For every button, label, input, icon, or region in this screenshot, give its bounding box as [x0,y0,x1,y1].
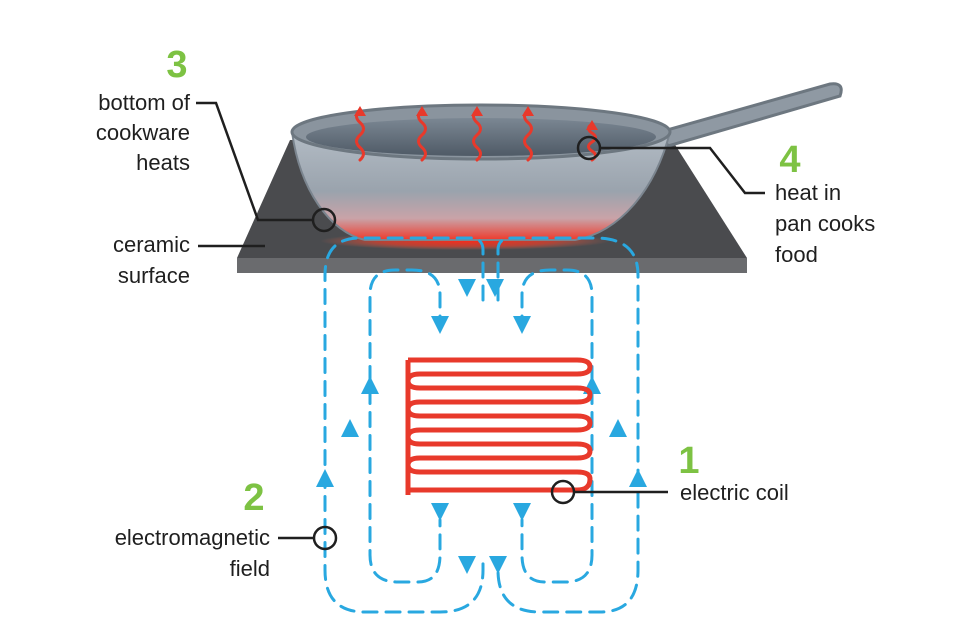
heat-arrow-4 [522,106,534,116]
heat-wave-3 [472,108,482,162]
field-arrow-10 [341,419,359,437]
frying-pan [290,82,843,250]
step-2-label-line-2: field [230,556,270,581]
field-arrow-4 [431,503,449,521]
electromagnetic-field-loops [316,236,647,614]
step-1-number: 1 [678,440,699,482]
field-arrow-1 [458,279,476,297]
leader-line-4 [600,146,765,195]
step-4-label-line-2: pan cooks [775,211,875,236]
step-2-number: 2 [243,477,264,519]
field-loop-4 [520,268,594,584]
heat-wave-5 [587,122,597,162]
step-3-label-line-1: bottom of [98,90,191,115]
field-arrow-2 [431,316,449,334]
field-loop-3 [496,236,640,614]
callouts [196,101,765,551]
surface-label-line-1: ceramic [113,232,190,257]
field-arrow-5 [486,279,504,297]
heat-wave-1 [355,108,365,162]
step-2-label-line-1: electromagnetic [115,525,270,550]
field-arrow-6 [513,316,531,334]
step-4-number: 4 [779,139,800,181]
pan-interior [306,118,656,156]
field-arrow-8 [513,503,531,521]
heat-arrow-2 [416,106,428,116]
heat-wave-4 [523,108,533,162]
heat-wave-2 [417,108,427,162]
step-4-label-line-3: food [775,242,818,267]
field-arrow-3 [458,556,476,574]
heat-arrow-5 [586,120,598,130]
field-loop-2 [368,268,442,584]
step-3-number: 3 [166,44,187,86]
electric-coil [405,357,593,495]
field-arrow-11 [361,376,379,394]
heat-waves [354,106,598,162]
pan-body [290,131,672,241]
coil-winding [405,357,593,493]
step-3-label-line-3: heats [136,150,190,175]
step-3-label-line-2: cookware [96,120,190,145]
leader-line-3 [196,101,313,222]
field-arrow-7 [489,556,507,574]
field-arrow-12 [629,469,647,487]
step-1-label-line-1: electric coil [680,480,789,505]
surface-edge [237,258,747,273]
field-arrow-13 [609,419,627,437]
field-arrow-9 [316,469,334,487]
heat-arrow-3 [471,106,483,116]
heat-arrow-1 [354,106,366,116]
step-4-label-line-1: heat in [775,180,841,205]
field-loop-1 [323,236,485,614]
surface-label-line-2: surface [118,263,190,288]
pan-handle [657,82,843,148]
